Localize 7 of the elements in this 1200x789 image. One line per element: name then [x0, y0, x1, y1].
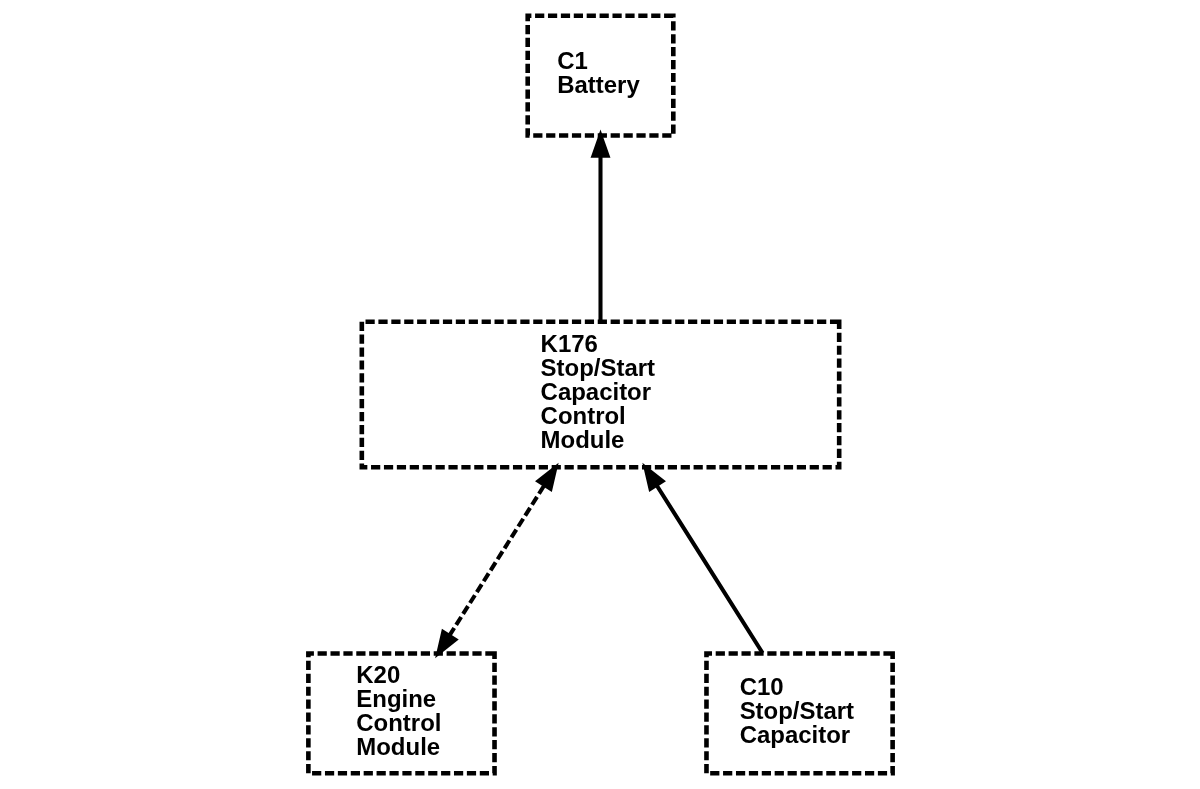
- node-box: C10 Stop/Start Capacitor: [703, 651, 895, 776]
- node-box: K176 Stop/Start Capacitor Control Module: [359, 319, 841, 470]
- node-box: C1 Battery: [524, 13, 676, 138]
- node-box: K20 Engine Control Module: [305, 651, 497, 776]
- arrow: [434, 462, 559, 659]
- arrow: [590, 129, 610, 322]
- arrow: [641, 462, 764, 655]
